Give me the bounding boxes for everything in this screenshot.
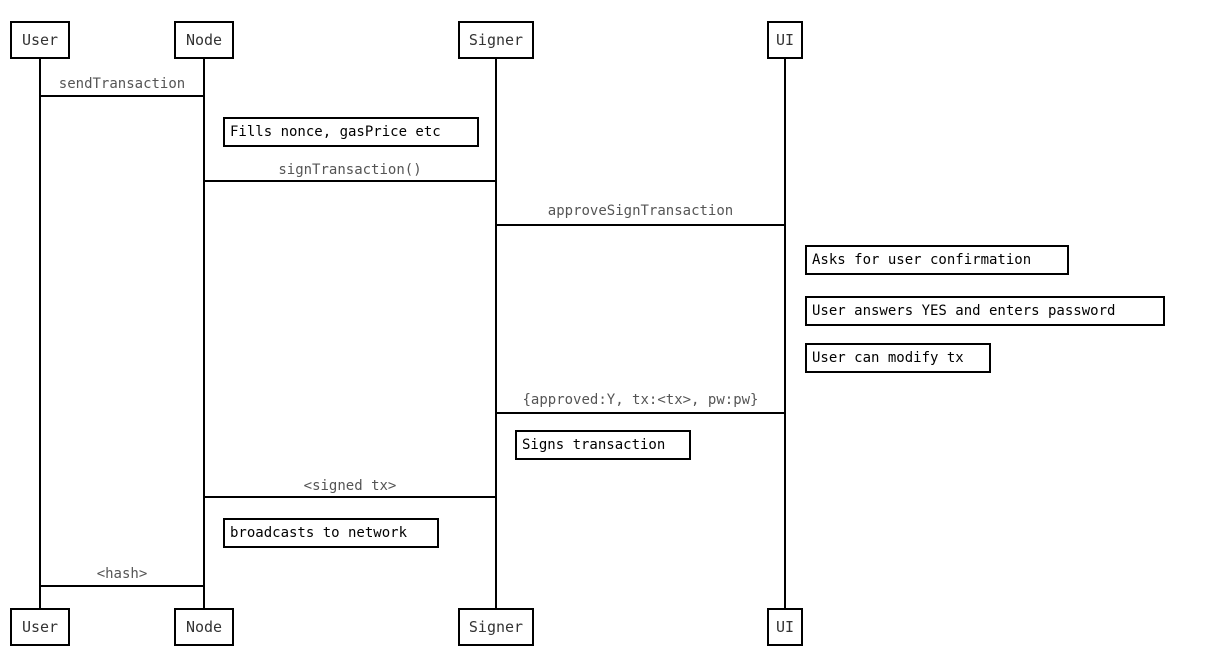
message-arrow-approve-sign xyxy=(495,224,786,226)
message-arrow-approved-result xyxy=(495,412,786,414)
message-arrow-sign-transaction xyxy=(203,180,497,182)
message-label-approve-sign: approveSignTransaction xyxy=(547,203,734,219)
message-arrow-hash-return xyxy=(39,585,205,587)
actor-box-user-bottom[interactable]: User xyxy=(10,608,70,646)
note-text-fills-nonce: Fills nonce, gasPrice etc xyxy=(230,124,441,140)
message-label-signed-tx: <signed tx> xyxy=(303,478,397,494)
note-user-answers-yes: User answers YES and enters password xyxy=(805,296,1165,326)
actor-box-signer-bottom[interactable]: Signer xyxy=(458,608,534,646)
actor-box-signer-top[interactable]: Signer xyxy=(458,21,534,59)
note-broadcasts-network: broadcasts to network xyxy=(223,518,439,548)
note-user-can-modify: User can modify tx xyxy=(805,343,991,373)
actor-box-ui-bottom[interactable]: UI xyxy=(767,608,803,646)
note-text-user-answers-yes: User answers YES and enters password xyxy=(812,303,1116,319)
actor-box-ui-top[interactable]: UI xyxy=(767,21,803,59)
message-label-hash-return: <hash> xyxy=(96,566,148,582)
note-text-signs-transaction: Signs transaction xyxy=(522,437,666,453)
actor-box-node-top[interactable]: Node xyxy=(174,21,234,59)
message-arrow-send-transaction xyxy=(39,95,205,97)
message-label-sign-transaction: signTransaction() xyxy=(278,162,422,178)
note-asks-confirmation: Asks for user confirmation xyxy=(805,245,1069,275)
lifeline-ui xyxy=(784,59,786,608)
note-text-broadcasts-network: broadcasts to network xyxy=(230,525,408,541)
note-signs-transaction: Signs transaction xyxy=(515,430,691,460)
actor-box-user-top[interactable]: User xyxy=(10,21,70,59)
message-label-send-transaction: sendTransaction xyxy=(58,76,186,92)
lifeline-user xyxy=(39,59,41,608)
note-text-asks-confirmation: Asks for user confirmation xyxy=(812,252,1032,268)
lifeline-signer xyxy=(495,59,497,608)
note-fills-nonce: Fills nonce, gasPrice etc xyxy=(223,117,479,147)
message-label-approved-result: {approved:Y, tx:<tx>, pw:pw} xyxy=(522,392,759,408)
message-arrow-signed-tx xyxy=(203,496,497,498)
note-text-user-can-modify: User can modify tx xyxy=(812,350,964,366)
actor-box-node-bottom[interactable]: Node xyxy=(174,608,234,646)
lifeline-node xyxy=(203,59,205,608)
